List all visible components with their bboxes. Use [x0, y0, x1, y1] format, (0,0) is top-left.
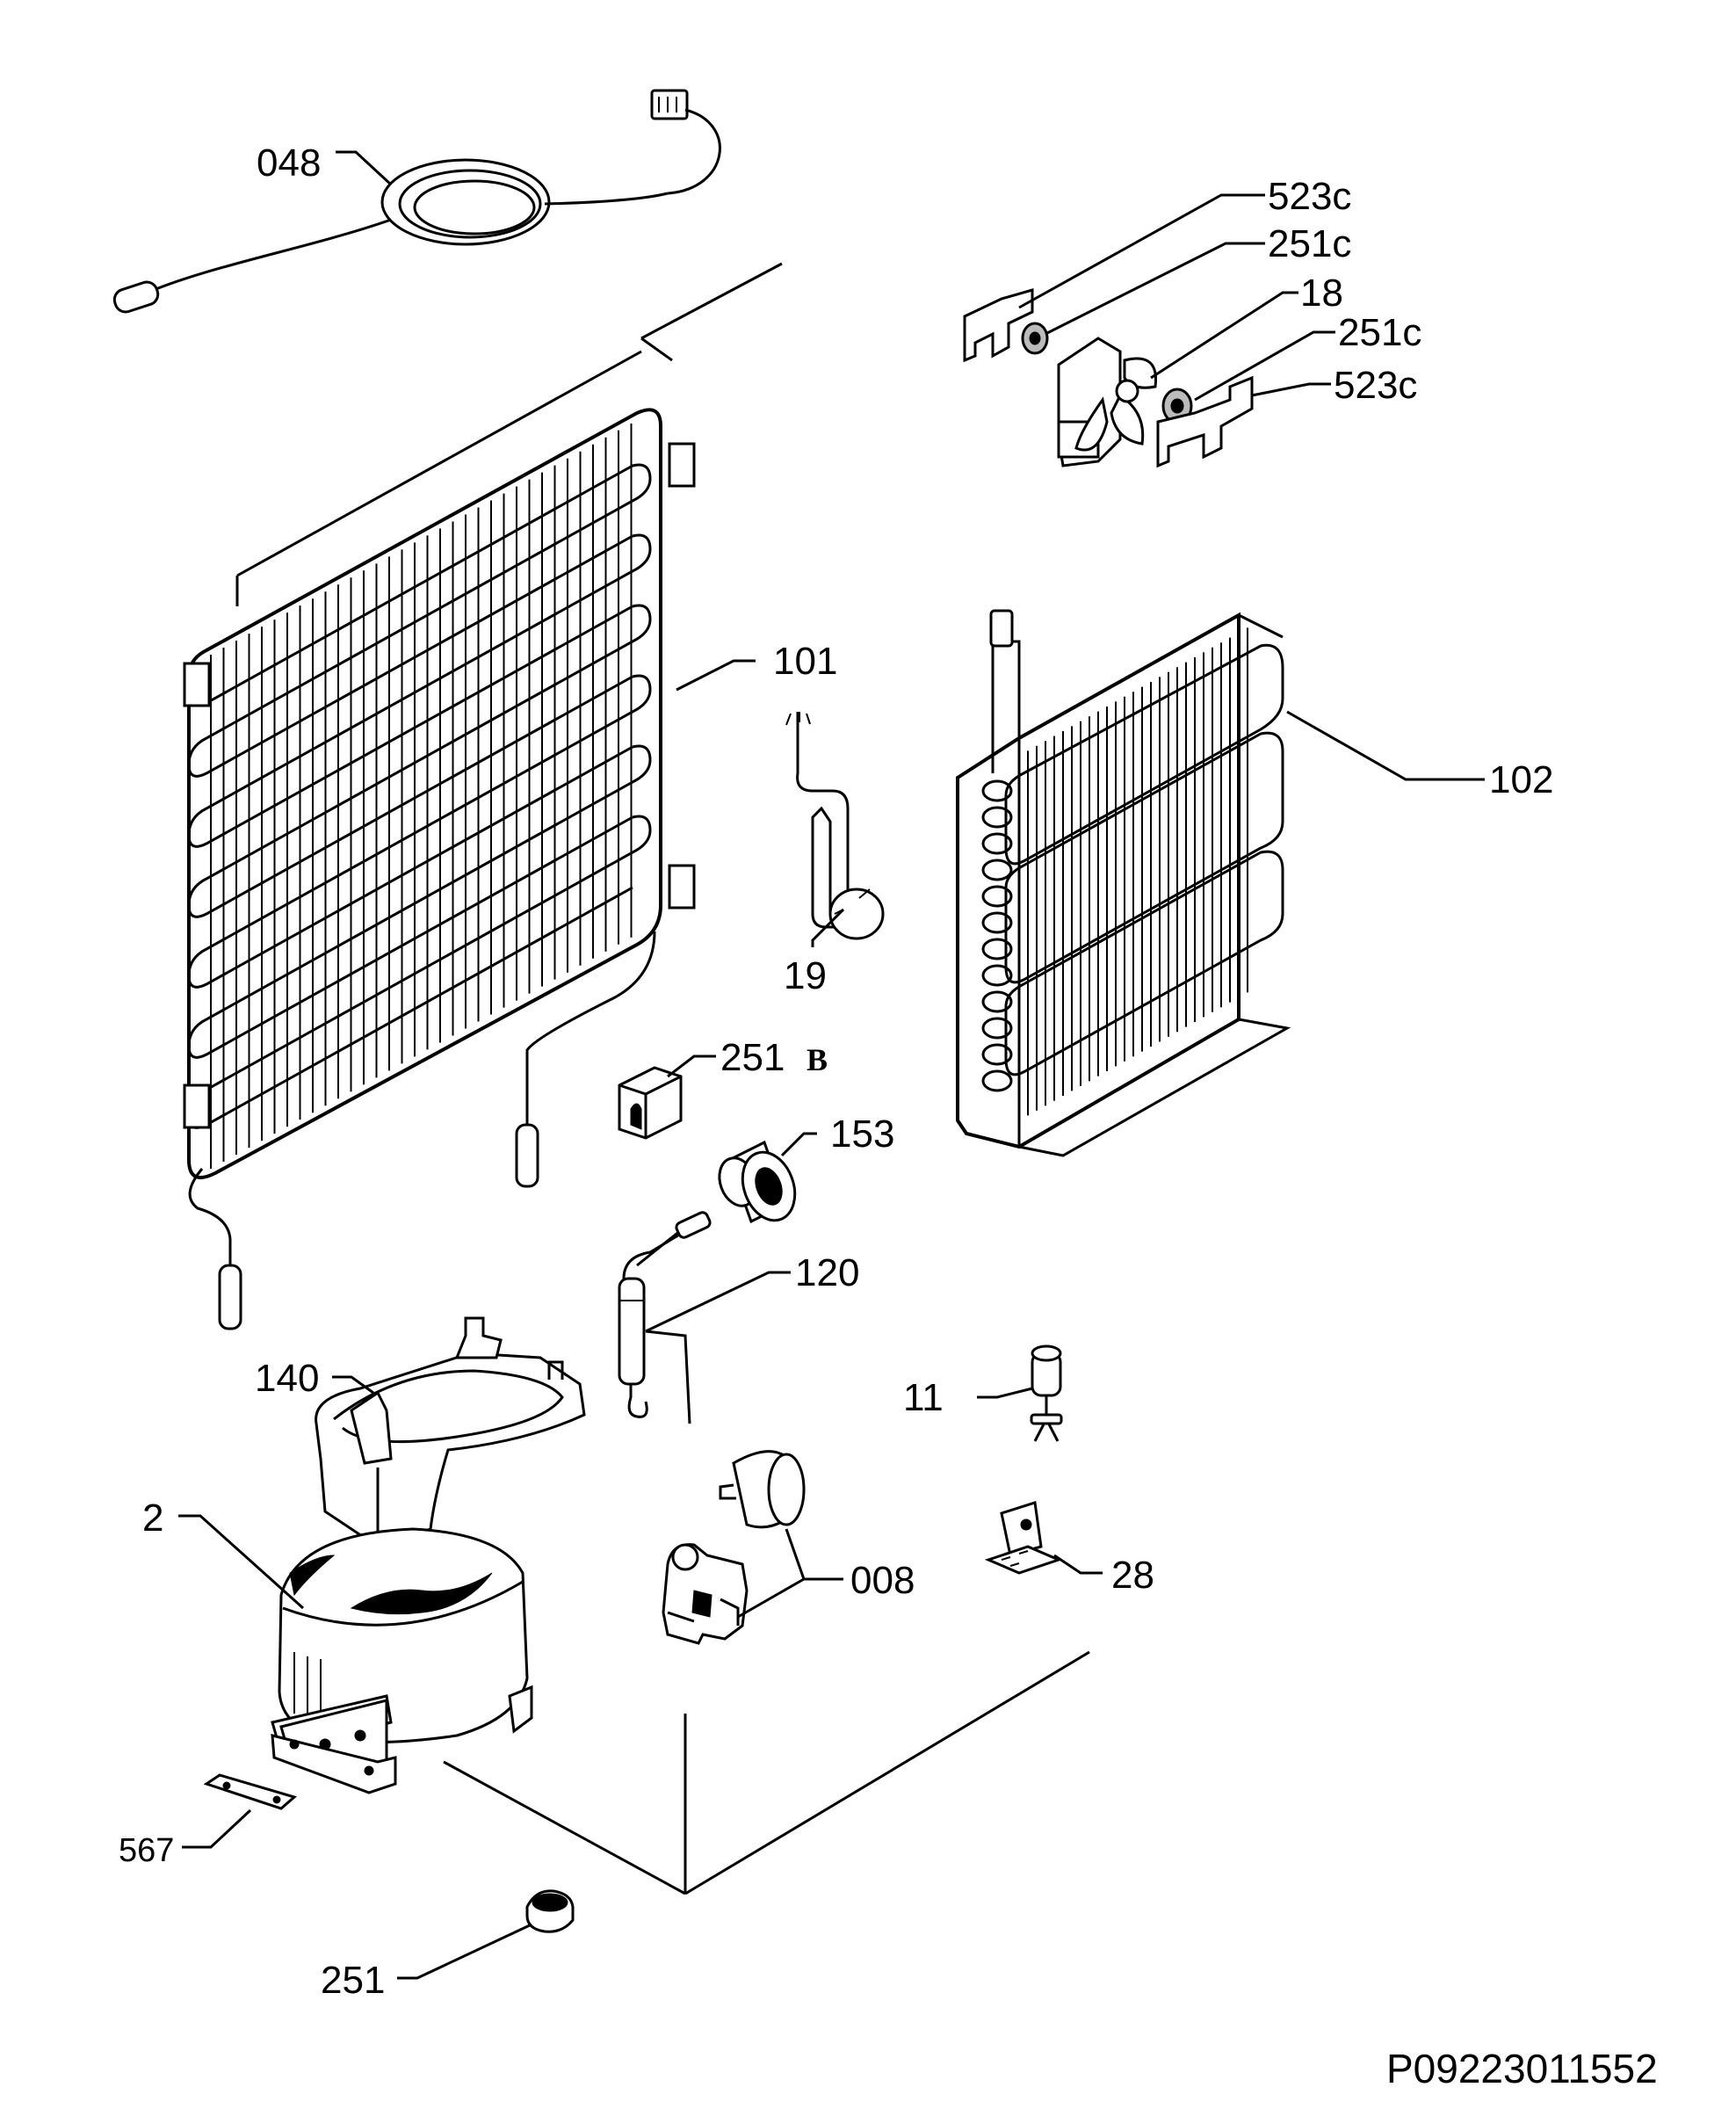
part-labels: 048 523c 251c 18 251c 523c 101 102 19 25…: [119, 141, 1553, 2002]
evaporator-coil-turn: [981, 938, 1013, 960]
evaporator-coil-turn: [981, 859, 1013, 881]
label-140: 140: [255, 1357, 319, 1400]
evaporator-coil-turn: [981, 806, 1013, 829]
label-251b: 251: [720, 1036, 785, 1079]
sensor-cable-icon: [112, 89, 721, 314]
label-28: 28: [1111, 1554, 1154, 1597]
label-523c-top: 523c: [1268, 175, 1351, 218]
drawing-code: P09223011552: [1386, 2046, 1658, 2091]
label-008: 008: [850, 1559, 915, 1602]
label-251c-bottom: 251c: [1338, 311, 1421, 354]
evaporator-coil-turn: [981, 990, 1013, 1013]
label-101: 101: [773, 640, 837, 683]
clip-icon: [984, 1501, 1063, 1575]
label-251c-top: 251c: [1268, 222, 1351, 265]
label-18: 18: [1300, 272, 1343, 315]
label-251: 251: [321, 1959, 385, 2002]
label-523c-bottom: 523c: [1334, 364, 1417, 407]
evaporator-coil-turn: [981, 832, 1013, 855]
evaporator-coil-turn: [981, 1069, 1013, 1092]
power-cord-icon: [785, 712, 885, 940]
evaporator-coil-turn: [981, 964, 1013, 987]
fan-motor-icon: [963, 288, 1254, 468]
label-153: 153: [830, 1112, 894, 1156]
evaporator-coil-turn: [981, 779, 1013, 802]
label-120: 120: [795, 1251, 859, 1294]
evaporator-icon: [956, 609, 1291, 1157]
evaporator-coil-turn: [981, 1017, 1013, 1040]
leader-lines: [178, 150, 1485, 1980]
compressor-icon: [271, 1527, 533, 1794]
label-048: 048: [257, 141, 321, 185]
rubber-block-icon: [618, 1066, 683, 1140]
evaporator-coil-turn: [981, 911, 1013, 934]
label-2: 2: [142, 1497, 163, 1540]
mounting-plate-icon: [203, 1773, 298, 1810]
label-102: 102: [1489, 758, 1553, 801]
label-11: 11: [903, 1376, 944, 1419]
condenser-icon: [183, 408, 696, 1330]
label-19: 19: [784, 954, 827, 997]
evaporator-coil-turn: [981, 1043, 1013, 1066]
relay-icon: [662, 1450, 806, 1645]
sleeve-icon: [718, 1140, 797, 1224]
drip-tray-icon: [315, 1316, 586, 1548]
foot-icon: [525, 1889, 575, 1933]
label-567: 567: [119, 1832, 174, 1869]
label-251b-suffix: B: [807, 1042, 828, 1077]
thermostat-icon: [1030, 1344, 1063, 1442]
cabinet-outline: [235, 262, 1090, 1895]
filter-drier-icon: [618, 1211, 712, 1418]
evaporator-coil-turn: [981, 885, 1013, 908]
